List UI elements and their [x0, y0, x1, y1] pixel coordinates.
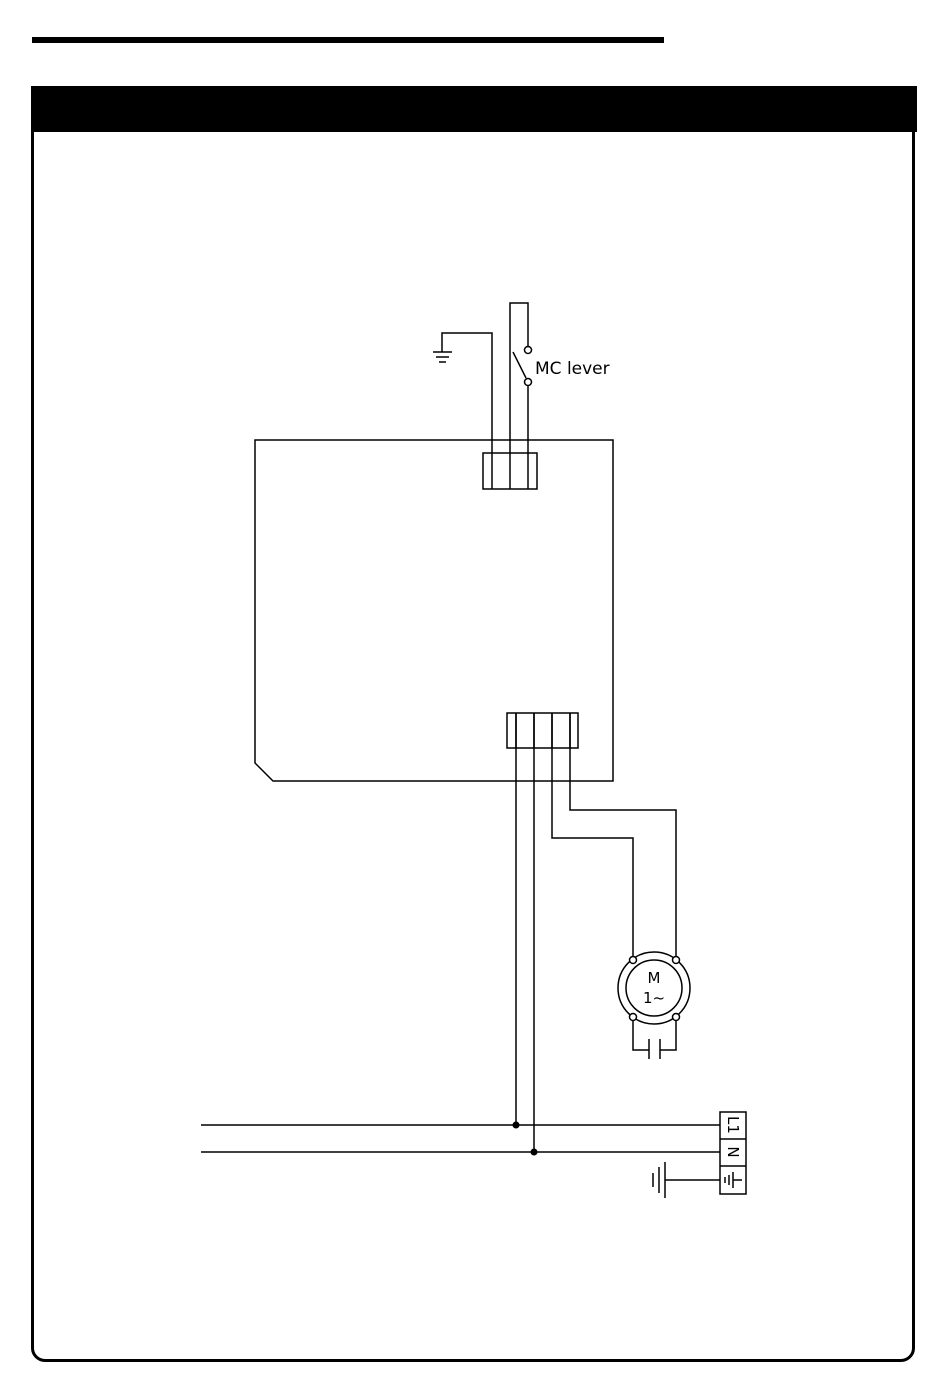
bottom-connector	[507, 713, 578, 748]
junction-l1	[513, 1122, 520, 1129]
ground-symbol-top	[433, 352, 452, 362]
motor-label-bottom: 1~	[643, 989, 665, 1007]
terminal-l1-label: L1	[724, 1116, 742, 1134]
motor-wire-a	[552, 713, 633, 956]
motor-wire-b	[570, 713, 676, 956]
mc-lever-label: MC lever	[535, 359, 610, 379]
ground-symbol-bottom	[653, 1162, 665, 1198]
motor	[618, 952, 690, 1024]
ground-wire-top	[442, 333, 492, 453]
top-connector	[483, 453, 537, 489]
terminal-n-label: N	[724, 1146, 742, 1157]
motor-capacitor	[633, 1021, 676, 1059]
mc-lever-switch	[513, 347, 532, 386]
control-board	[255, 440, 613, 781]
terminal-ground-icon	[725, 1172, 742, 1188]
motor-label-top: M	[648, 969, 661, 987]
junction-n	[531, 1149, 538, 1156]
